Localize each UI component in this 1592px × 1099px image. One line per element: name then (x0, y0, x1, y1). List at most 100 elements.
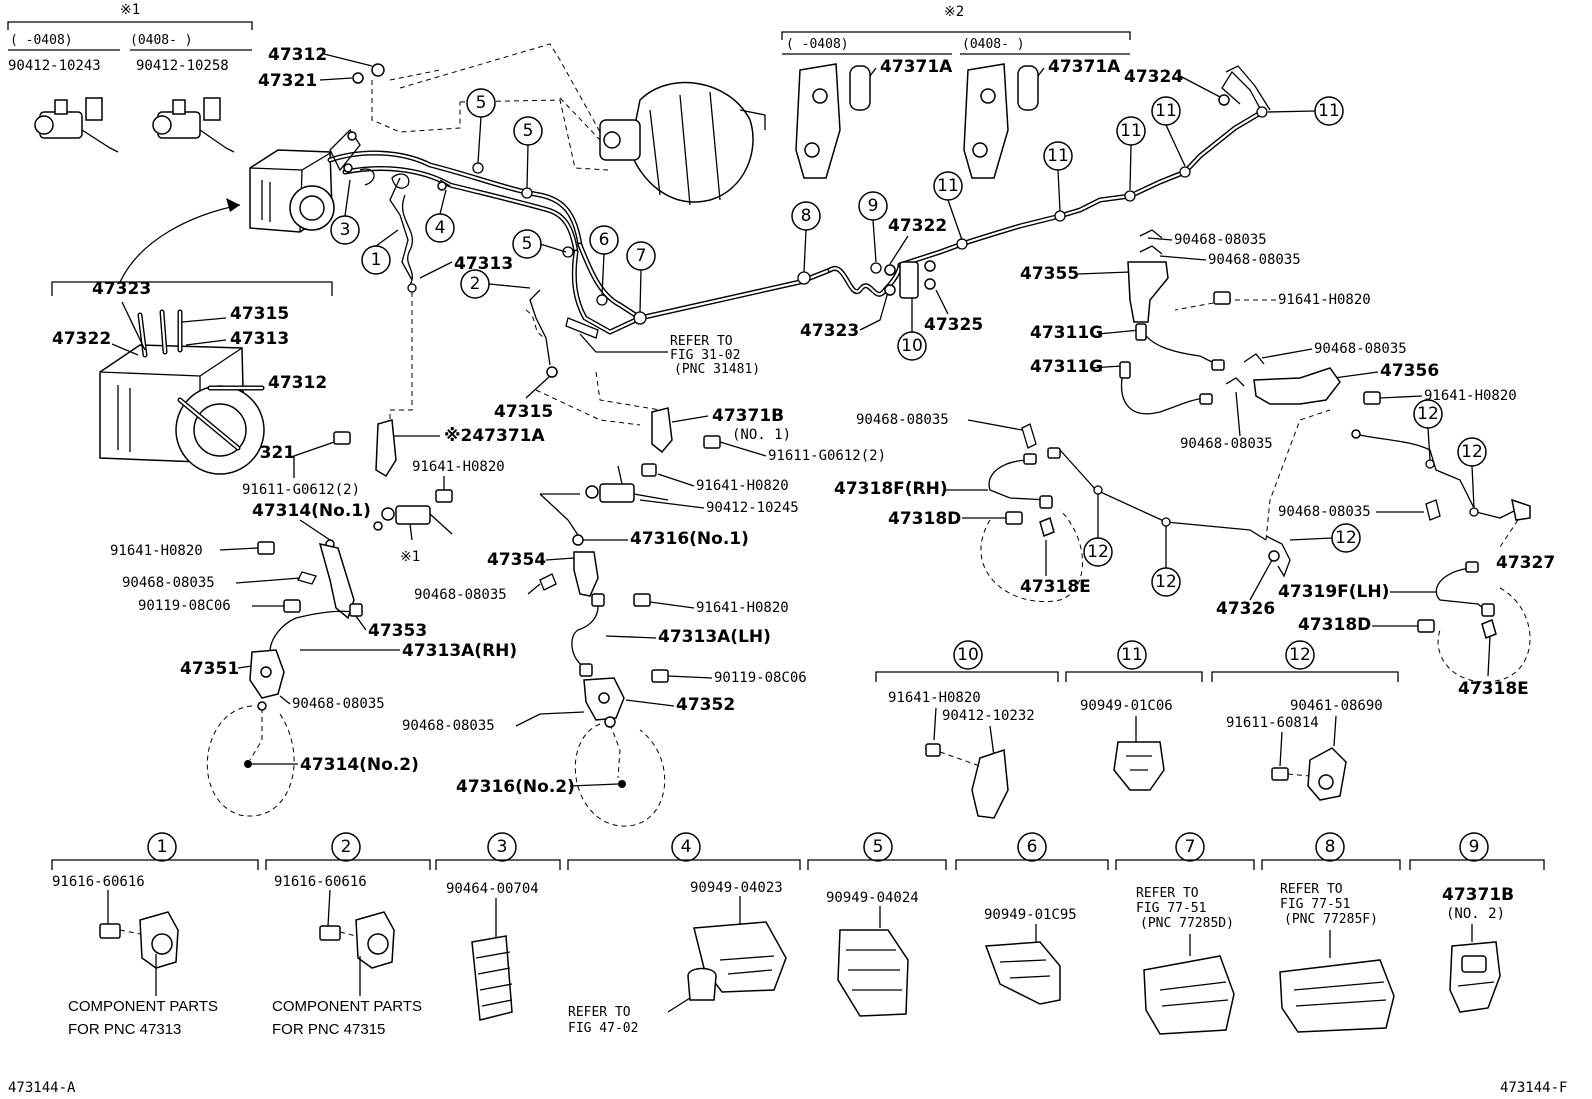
bracket-47327-icon (1511, 498, 1531, 521)
callout-5a-text: 5 (476, 93, 487, 113)
b5-clamp-icon (837, 929, 909, 1017)
label-47316-no2: 47316(No.2) (456, 777, 575, 797)
union-c-icon (407, 283, 417, 293)
g12-part-b: 91611-60814 (1226, 715, 1319, 731)
abs-actuator-large (99, 309, 265, 475)
callout-12a-text: 12 (1417, 404, 1439, 424)
bolt-91611-a-icon (333, 431, 351, 445)
label-47326: 47326 (1216, 599, 1275, 619)
fitting-47313A-RH-icon (349, 603, 363, 617)
pipe-47315-coil (525, 309, 546, 339)
callout-11d-text: 11 (1155, 101, 1177, 121)
leader-47326 (1249, 559, 1273, 601)
leader-90468-j (967, 419, 1023, 431)
callout-9-text: 9 (868, 196, 879, 216)
union-47324-icon (1218, 94, 1230, 106)
union-47316-no1-icon (572, 534, 584, 546)
label-90468-a: 90468-08035 (1174, 232, 1267, 248)
label-47311G-b: 47311G (1030, 357, 1103, 377)
label-91641-a: 91641-H0820 (1278, 292, 1371, 308)
hose-47319F (1435, 567, 1491, 615)
callout-10-group-text: 10 (957, 645, 979, 665)
clip-90468-j-icon (1021, 423, 1037, 449)
leader-dash-top (371, 69, 461, 133)
note1-range-a: ( -0408) (10, 33, 73, 48)
label-91641-b: 91641-H0820 (1424, 388, 1517, 404)
label-47323-box: 47323 (92, 279, 151, 299)
callout-5b-text: 5 (523, 121, 534, 141)
note2-mark: ※2 (944, 4, 964, 20)
clamp-rr-a-icon (1425, 459, 1435, 469)
clip-12e-icon (1265, 535, 1291, 578)
sensor-rh-top-icon (257, 701, 267, 711)
label-47356: 47356 (1380, 361, 1439, 381)
hose-47318F (988, 459, 1049, 501)
leader-90412-10245 (639, 499, 705, 509)
b8-ref-3: (PNC 77285F) (1284, 912, 1378, 927)
note1-range-b: (0408- ) (130, 33, 193, 48)
g10-part-a: 91641-H0820 (888, 690, 981, 706)
label-90468-i: 90468-08035 (402, 718, 495, 734)
leader-91641-d (657, 473, 695, 487)
union-rear-right-icon (1351, 429, 1361, 439)
wheel-outline-front-lh (574, 723, 666, 827)
bolt-91641-d-icon (641, 463, 657, 477)
fitting-lh-a-icon (1465, 561, 1479, 573)
label-47318D-a: 47318D (888, 509, 961, 529)
callout-b4 (671, 832, 701, 862)
note2-bracket (781, 31, 1131, 40)
bottom-row: 1 91616-60616 COMPONENT PARTS FOR PNC 47… (51, 832, 1545, 1038)
sensor-rh-icon (244, 760, 252, 768)
callout-4-text: 4 (435, 218, 446, 238)
callout-b9-text: 9 (1469, 837, 1480, 857)
leader-91641-f (649, 601, 695, 609)
label-90468-d: 90468-08035 (1180, 436, 1273, 452)
leader-90119-b (667, 675, 713, 679)
clip-90468-ab-icon (1139, 229, 1163, 255)
label-47315-mid: 47315 (494, 402, 553, 422)
g10-part-b: 90412-10232 (942, 708, 1035, 724)
sensor-lh-top-icon (604, 716, 616, 728)
bracket-47371A-b-icon (963, 63, 1039, 179)
union-47326-icon (1268, 550, 1280, 562)
callout-11-group-text: 11 (1121, 645, 1143, 665)
leader-47313A-LH (605, 635, 657, 639)
b1-note-2: FOR PNC 47313 (68, 1021, 181, 1038)
group-12: 12 90461-08690 91611-60814 (1211, 640, 1399, 801)
label-47371A-a: 47371A (880, 57, 953, 77)
leader-47352 (625, 699, 675, 707)
clamp-dots (472, 106, 1268, 325)
leader-47315-mid (525, 375, 551, 399)
b2-bolt-icon (319, 925, 341, 941)
leader-90468-f (235, 577, 301, 584)
leader-47324 (1179, 75, 1223, 99)
callout-b3-text: 3 (497, 837, 508, 857)
callout-12e-text: 12 (1335, 528, 1357, 548)
leader-12cde (1097, 494, 1333, 568)
g12-part-a: 90461-08690 (1290, 698, 1383, 714)
label-91641-e: 91641-H0820 (110, 543, 203, 559)
callout-b9 (1459, 832, 1489, 862)
bolt-91641-c-icon (435, 489, 453, 503)
leader-47313-mid (419, 261, 453, 279)
label-47318E-b: 47318E (1458, 679, 1529, 699)
fitting-rh-a-icon (1023, 453, 1037, 465)
junction-block-icon (884, 260, 936, 299)
fitting-lh-b-icon (1481, 603, 1495, 617)
callout-11b-text: 11 (1047, 146, 1069, 166)
leader-refer-31 (579, 333, 668, 353)
leader-90468-i (515, 711, 585, 727)
leader-91641-e (219, 547, 259, 551)
bolt-91611-b-icon (703, 435, 721, 449)
b2-note-1: COMPONENT PARTS (272, 998, 422, 1015)
note2-group: ※2 ( -0408) (0408- ) 47371A 47371A (781, 4, 1131, 179)
label-47318E-a: 47318E (1020, 577, 1091, 597)
label-47354: 47354 (487, 550, 546, 570)
leader-12ab (1427, 427, 1475, 509)
label-47318D-b: 47318D (1298, 615, 1371, 635)
leader-47327 (1497, 519, 1519, 551)
note1-group: ※1 ( -0408) (0408- ) 90412-10243 90412-1… (7, 2, 253, 153)
callout-b3 (487, 832, 517, 862)
g10-bolt-icon (925, 743, 941, 757)
callout-b1 (147, 832, 177, 862)
